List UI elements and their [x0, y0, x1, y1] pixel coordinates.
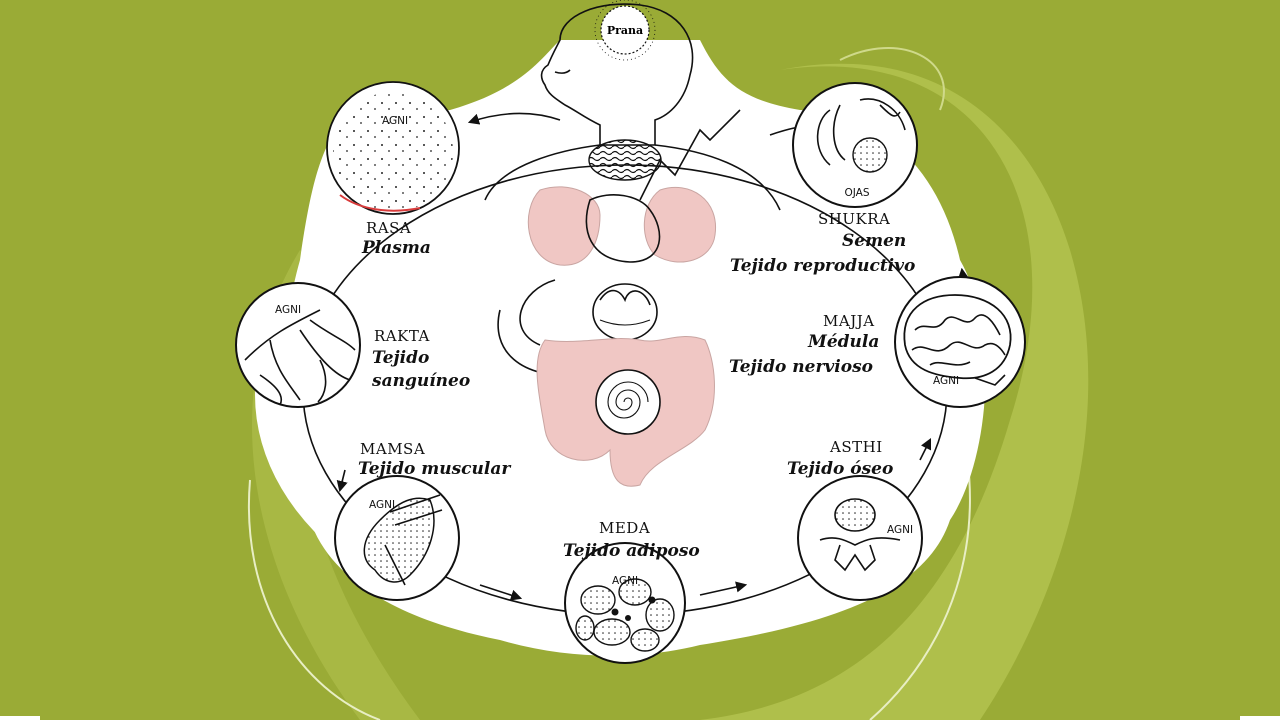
mamsa-name: MAMSA	[360, 440, 425, 458]
tissue-asthi: AGNI ASTHI Tejido óseo	[787, 438, 923, 601]
rakta-name: RAKTA	[374, 327, 430, 345]
small-intestine-spiral	[595, 369, 661, 435]
liver-icon	[592, 283, 658, 341]
shukra-name: SHUKRA	[818, 210, 890, 228]
tissue-shukra: OJAS SHUKRA Semen Tejido reproductivo	[730, 82, 918, 276]
lungs	[527, 186, 717, 266]
rakta-line-2: sanguíneo	[371, 371, 470, 391]
mamsa-agni-label: AGNI	[369, 499, 395, 511]
asthi-line-1: Tejido óseo	[787, 459, 893, 479]
heart-stomach	[585, 194, 661, 263]
tissue-mamsa: AGNI MAMSA Tejido muscular	[334, 440, 511, 601]
meda-agni-label: AGNI	[612, 575, 638, 587]
prana-halo	[600, 5, 650, 55]
shukra-agni-label: OJAS	[844, 187, 869, 199]
asthi-name: ASTHI	[829, 438, 883, 456]
shukra-line-1: Semen	[842, 231, 906, 251]
rakta-circle	[235, 282, 361, 408]
rasa-name: RASA	[366, 219, 411, 237]
tissue-meda: AGNI MEDA Tejido adiposo	[563, 519, 700, 664]
shukra-line-2: Tejido reproductivo	[730, 256, 915, 276]
tissue-rasa: AGNI RASA Plasma	[326, 81, 460, 258]
prana-label: Prana	[607, 24, 643, 37]
rasa-line-1: Plasma	[361, 238, 431, 258]
organs	[497, 109, 741, 487]
asthi-agni-label: AGNI	[887, 524, 913, 536]
meda-line-1: Tejido adiposo	[563, 541, 700, 561]
tissue-majja: AGNI MAJJA Médula Tejido nervioso	[729, 276, 1026, 408]
majja-name: MAJJA	[823, 312, 875, 330]
tissue-rakta: AGNI RAKTA Tejido sanguíneo	[235, 282, 470, 408]
shukra-circle	[792, 82, 918, 208]
rakta-agni-label: AGNI	[275, 304, 301, 316]
meda-name: MEDA	[599, 519, 650, 537]
rakta-line-1: Tejido	[372, 348, 429, 368]
majja-line-2: Tejido nervioso	[729, 357, 873, 377]
majja-line-1: Médula	[807, 332, 879, 352]
majja-agni-label: AGNI	[933, 375, 959, 387]
rasa-agni-label: AGNI	[382, 115, 408, 127]
diaphragm-icon	[588, 139, 662, 181]
asthi-circle	[797, 475, 923, 601]
human-figure: Prana	[484, 0, 781, 211]
mamsa-line-1: Tejido muscular	[358, 459, 511, 479]
